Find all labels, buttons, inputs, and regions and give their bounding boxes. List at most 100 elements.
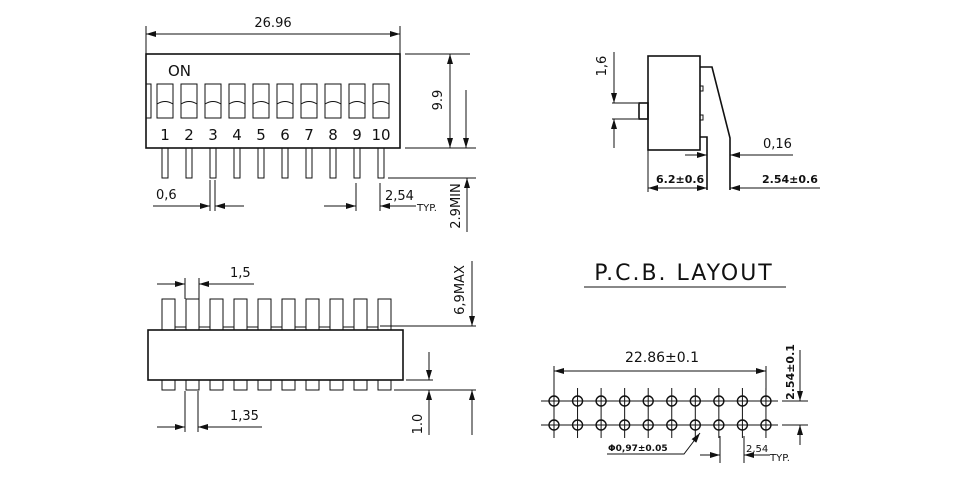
pin-width-dimension: 0,6 <box>156 188 177 203</box>
pin <box>209 147 217 179</box>
switch-slot <box>300 83 318 119</box>
switch-number: 3 <box>208 126 218 144</box>
front-body <box>147 329 404 381</box>
pcb-hole <box>666 419 678 431</box>
on-label: ON <box>168 62 191 80</box>
switch-slot <box>372 83 390 119</box>
actuator <box>209 298 224 331</box>
switch-slot <box>348 83 366 119</box>
pin <box>281 147 289 179</box>
pin <box>161 379 176 391</box>
pin <box>185 379 200 391</box>
switch-lever <box>180 101 198 105</box>
typ-label: TYP. <box>769 453 790 464</box>
switch-number: 6 <box>280 126 290 144</box>
pin <box>281 379 296 391</box>
pin <box>233 147 241 179</box>
pcb-hole <box>689 419 701 431</box>
switch-lever <box>324 101 342 105</box>
standoff-dimension: 1.0 <box>411 414 426 435</box>
pcb-hole <box>642 419 654 431</box>
actuator <box>329 298 344 331</box>
pcb-layout-title: P.C.B. LAYOUT <box>594 261 773 286</box>
actuator-pitch-dimension: 1,5 <box>230 266 251 281</box>
switch-slot <box>228 83 246 119</box>
pin <box>329 379 344 391</box>
switch-number: 5 <box>256 126 266 144</box>
typ-label: TYP. <box>416 203 437 214</box>
body-edge-notch <box>145 83 152 119</box>
switch-lever <box>348 101 366 105</box>
bent-lead <box>700 66 731 190</box>
straight-lead <box>700 136 708 190</box>
pcb-hole <box>689 395 701 407</box>
side-body <box>647 55 701 151</box>
switch-slot <box>252 83 270 119</box>
width-dimension: 26.96 <box>254 16 291 31</box>
pcb-hole <box>642 395 654 407</box>
switch-number: 7 <box>304 126 314 144</box>
pcb-hole <box>548 395 560 407</box>
side-tab <box>699 114 704 121</box>
pcb-hole <box>618 419 631 431</box>
pin <box>305 147 313 179</box>
actuator <box>377 298 392 331</box>
actuator <box>353 298 368 331</box>
span-dimension: 22.86±0.1 <box>625 350 699 366</box>
pcb-hole <box>666 395 678 407</box>
row-spacing-dimension: 2.54±0.1 <box>784 344 797 400</box>
actuator <box>233 298 248 331</box>
pcb-hole <box>595 395 607 407</box>
pin <box>305 379 320 391</box>
side-actuator <box>638 102 649 120</box>
switch-number: 10 <box>371 126 390 144</box>
switch-lever <box>204 101 222 105</box>
actuator <box>185 298 200 331</box>
pcb-hole <box>595 419 607 431</box>
pin <box>185 147 193 179</box>
pcb-hole <box>760 395 772 407</box>
body-to-lead-dimension: 6.2±0.6 <box>656 173 705 186</box>
switch-number: 8 <box>328 126 338 144</box>
front-view: 1,5 1,35 6,9MAX 1.0 <box>147 261 476 435</box>
side-view: 1,6 0,16 6.2±0.6 2.54±0.6 <box>595 52 820 192</box>
switch-lever <box>372 101 390 105</box>
actuator <box>281 298 296 331</box>
lead-spacing-dimension: 2.54±0.6 <box>762 173 818 186</box>
switch-slot <box>276 83 294 119</box>
switch-slot <box>324 83 342 119</box>
switch-lever <box>156 101 174 105</box>
pin <box>257 379 272 391</box>
actuator-dimension: 1,6 <box>595 56 610 77</box>
switch-number: 4 <box>232 126 242 144</box>
hole-dimension: Φ0,97±0.05 <box>608 444 668 454</box>
pin <box>161 147 169 179</box>
pcb-hole <box>548 419 560 431</box>
pin <box>377 379 392 391</box>
pcb-hole <box>736 419 749 431</box>
pcb-hole <box>618 395 631 407</box>
pcb-hole <box>736 395 749 407</box>
switch-number: 2 <box>184 126 194 144</box>
switch-lever <box>228 101 246 105</box>
pin <box>377 147 385 179</box>
hole-leader-line <box>607 432 701 455</box>
pin-length-dimension: 2.9MIN <box>449 183 464 228</box>
actuator <box>161 298 176 331</box>
max-height-dimension: 6,9MAX <box>453 265 468 315</box>
actuator <box>305 298 320 331</box>
height-dimension: 9.9 <box>431 90 446 111</box>
switch-lever <box>276 101 294 105</box>
switch-lever <box>252 101 270 105</box>
pin <box>353 379 368 391</box>
pcb-hole <box>571 419 584 431</box>
switch-slot <box>180 83 198 119</box>
switch-slot <box>204 83 222 119</box>
pcb-hole <box>571 395 584 407</box>
pin-width-dimension: 1,35 <box>230 409 259 424</box>
pcb-hole <box>760 419 772 431</box>
switch-number: 1 <box>160 126 170 144</box>
pcb-hole <box>713 395 725 407</box>
